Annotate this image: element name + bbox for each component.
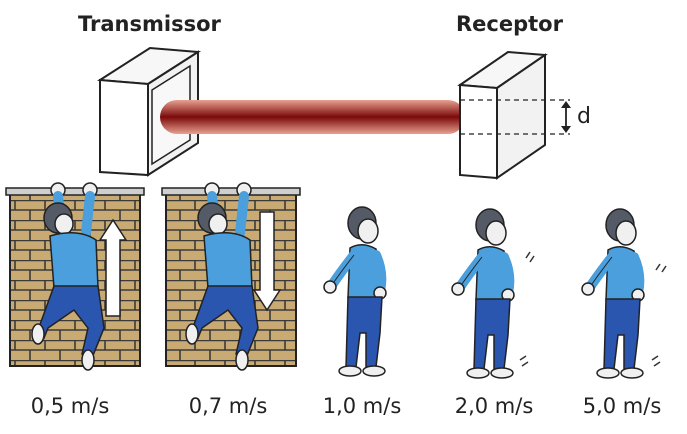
wall-climber-1 xyxy=(5,183,145,370)
speed-label-2: 0,7 m/s xyxy=(188,394,268,418)
receiver-device xyxy=(457,50,570,180)
distance-label: d xyxy=(577,104,591,129)
up-arrow-icon xyxy=(98,218,128,317)
walker-3 xyxy=(582,209,644,378)
wall-climber-2 xyxy=(161,183,301,370)
speed-label-5: 5,0 m/s xyxy=(582,394,662,418)
speed-label-4: 2,0 m/s xyxy=(454,394,534,418)
motion-lines-2 xyxy=(519,251,535,367)
down-arrow-icon xyxy=(252,211,282,312)
distance-marker xyxy=(561,101,571,133)
walker-2 xyxy=(452,209,514,378)
laser-beam xyxy=(160,100,465,134)
receiver-label: Receptor xyxy=(456,12,563,36)
speed-label-1: 0,5 m/s xyxy=(30,394,110,418)
transmitter-label: Transmissor xyxy=(78,12,221,36)
speed-label-3: 1,0 m/s xyxy=(322,394,402,418)
transmitter-device xyxy=(96,46,202,177)
walker-1 xyxy=(324,207,386,376)
motion-lines-3 xyxy=(651,263,667,367)
